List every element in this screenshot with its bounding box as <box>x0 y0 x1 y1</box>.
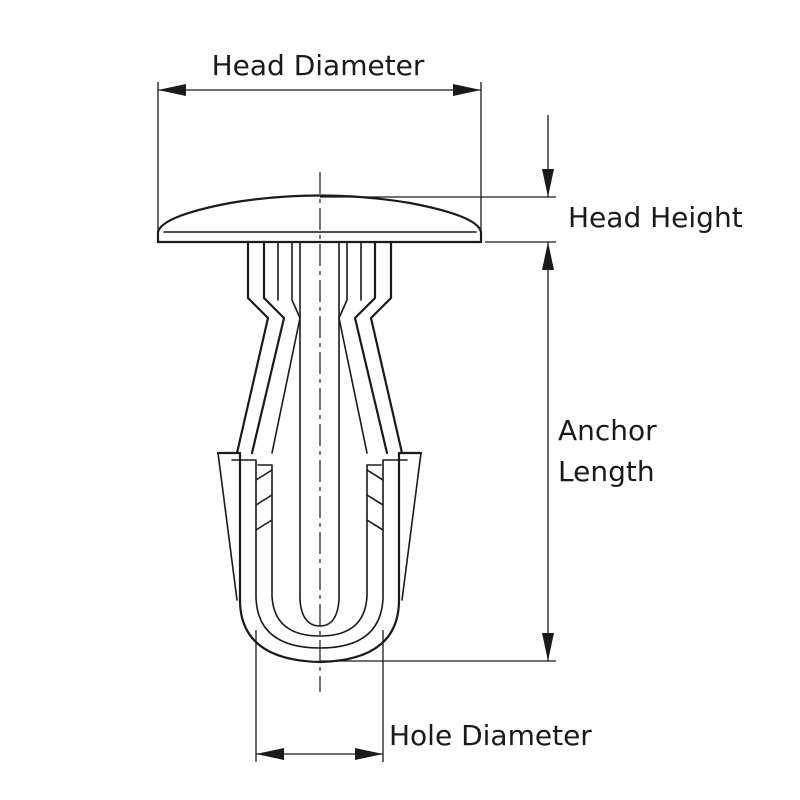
anchor-length-dimension: Anchor Length <box>320 242 657 662</box>
rivet-head <box>156 194 483 244</box>
lower-body-right-inner3 <box>401 452 422 601</box>
rib-left <box>255 469 273 531</box>
anchor-leg-right-outer <box>369 240 404 455</box>
lower-body-right-inner2 <box>319 464 382 637</box>
head-height-dimension: Head Height <box>320 115 743 243</box>
hole-diameter-arrow-left <box>256 748 284 760</box>
head-height-arrow-top <box>542 169 554 197</box>
lower-body-left-inner <box>231 459 321 649</box>
lower-body-left-inner2 <box>257 464 321 637</box>
lower-body-left <box>216 451 322 664</box>
head-diameter-arrow-left <box>158 84 186 96</box>
anchor-leg-left-outer <box>235 240 270 455</box>
head-height-label: Head Height <box>568 201 743 234</box>
anchor-length-arrow-top <box>542 242 554 270</box>
head-diameter-dimension: Head Diameter <box>157 49 482 236</box>
rib-right <box>366 469 384 531</box>
lower-body-right <box>318 451 423 664</box>
lower-body-right-inner <box>319 459 408 649</box>
anchor-leg-right-inner <box>353 240 389 455</box>
center-pin <box>299 241 340 601</box>
hole-diameter-label: Hole Diameter <box>389 719 592 752</box>
anchor-stem-left <box>271 241 301 454</box>
head-diameter-arrow-right <box>453 84 481 96</box>
push-rivet-part <box>156 194 483 664</box>
anchor-length-label-line2: Length <box>558 455 655 488</box>
head-diameter-label: Head Diameter <box>212 49 425 82</box>
anchor-length-arrow-bottom <box>542 633 554 661</box>
anchor-leg-left-inner <box>250 240 286 455</box>
hole-diameter-dimension: Hole Diameter <box>255 630 592 762</box>
hole-diameter-arrow-right <box>355 748 383 760</box>
lower-body-left-inner3 <box>217 452 238 601</box>
anchor-stem-right <box>338 241 368 454</box>
anchor-length-label-line1: Anchor <box>558 414 657 447</box>
